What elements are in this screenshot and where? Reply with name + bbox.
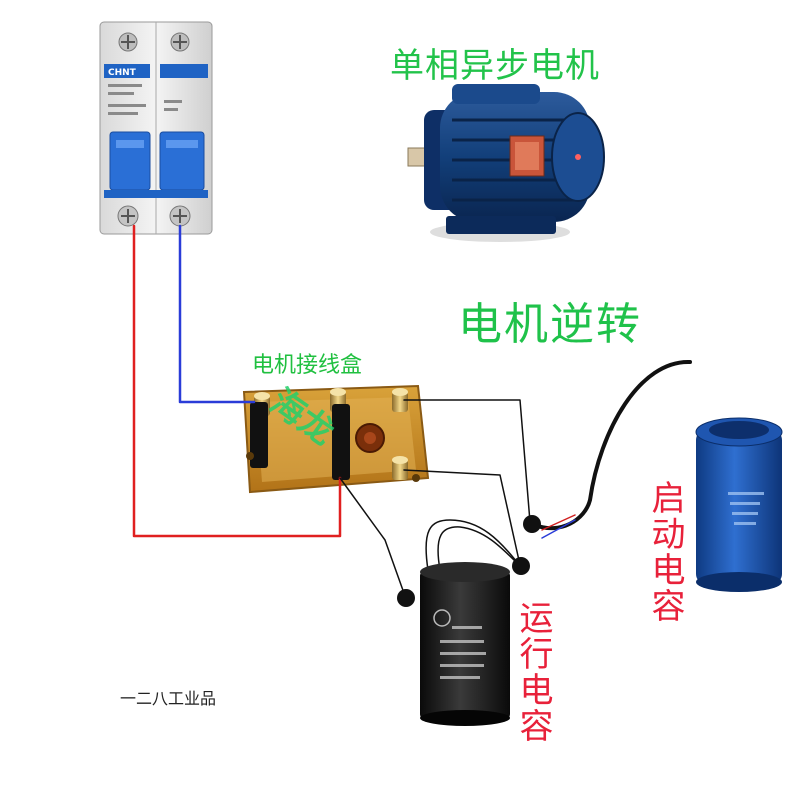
circuit-breaker: CHNT <box>99 21 213 235</box>
reverse-title: 电机逆转 <box>458 299 642 350</box>
control-wire <box>339 477 406 597</box>
live-wire <box>132 224 342 538</box>
motor-junction-box <box>242 384 430 494</box>
run-capacitor-label: 运行电容 <box>513 600 553 744</box>
control-wire <box>403 469 521 566</box>
breaker-brand-label: CHNT <box>108 68 137 78</box>
terminal-stud <box>392 388 408 412</box>
terminal-stud <box>392 456 408 480</box>
wiring <box>132 224 692 597</box>
connection-dot <box>397 589 415 607</box>
footer-caption: 一二八工业品 <box>120 689 217 708</box>
run-capacitor <box>420 562 510 726</box>
connection-dot <box>523 515 541 533</box>
neutral-wire <box>178 224 256 404</box>
control-wire <box>403 399 531 523</box>
connection-dot <box>512 557 530 575</box>
start-capacitor-label: 启动电容 <box>645 480 685 624</box>
link-bar <box>332 404 350 480</box>
link-bar <box>250 402 268 468</box>
single-phase-motor-image <box>407 84 605 242</box>
motor-title: 单相异步电机 <box>390 46 600 86</box>
junction-box-label: 电机接线盒 <box>252 353 363 378</box>
start-capacitor <box>695 417 783 592</box>
